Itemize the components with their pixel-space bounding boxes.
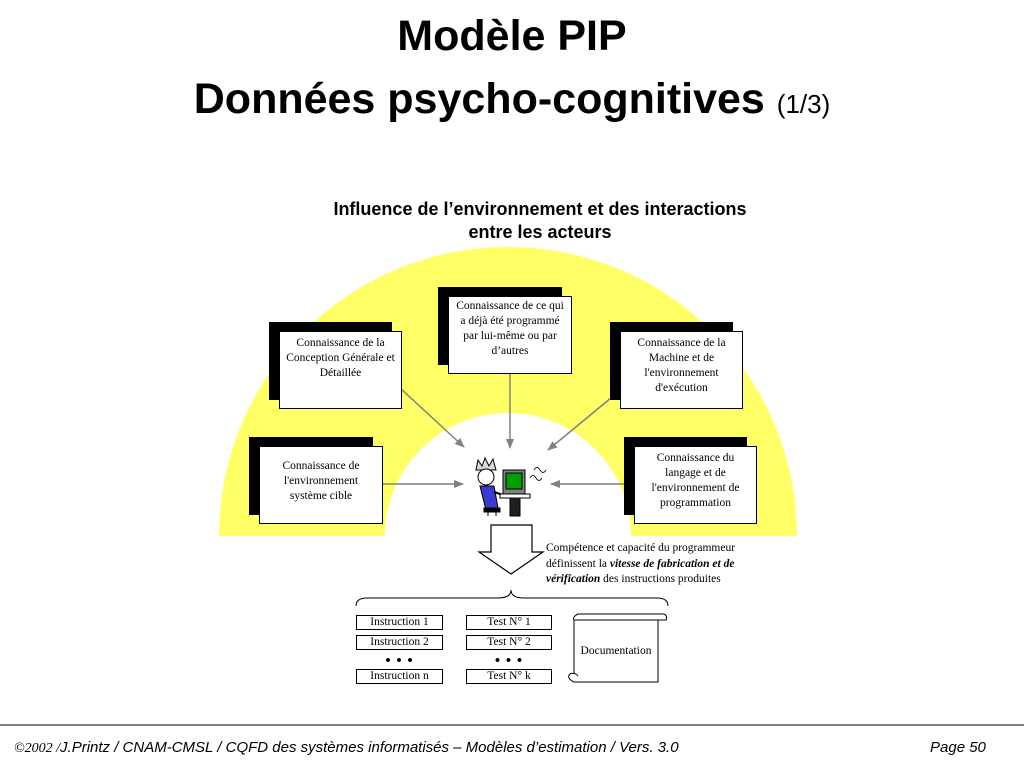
- competence-before: Compétence et capacité du programmeur dé…: [546, 542, 736, 570]
- footer-copyright: ©2002 /: [14, 741, 61, 756]
- instruction-ellipsis: • • •: [385, 653, 414, 669]
- instruction-n: Instruction n: [356, 669, 443, 684]
- subtitle-text: Données psycho-cognitives: [193, 75, 765, 123]
- page-number: Page 50: [930, 739, 986, 756]
- instruction-1: Instruction 1: [356, 615, 443, 630]
- page-subtitle: Données psycho-cognitives (1/3): [0, 72, 1024, 131]
- test-k: Test N° k: [466, 669, 552, 684]
- instruction-2: Instruction 2: [356, 635, 443, 650]
- knowledge-box-language: Connaissance du langage et de l'environn…: [634, 446, 757, 524]
- arrow-conception: [399, 387, 465, 448]
- test-2: Test N° 2: [466, 635, 552, 650]
- part-indicator: (1/3): [776, 89, 831, 119]
- competence-text: Compétence et capacité du programmeur dé…: [546, 541, 786, 588]
- knowledge-box-already-programmed: Connaissance de ce qui a déjà été progra…: [448, 296, 572, 374]
- documentation-label: Documentation: [580, 645, 652, 657]
- test-ellipsis: • • •: [494, 653, 524, 669]
- diagram-title: Influence de l’environnement et des inte…: [333, 199, 747, 242]
- footer-text: J.Printz / CNAM-CMSL / CQFD des systèmes…: [60, 739, 679, 756]
- footer: ©2002 /J.Printz / CNAM-CMSL / CQFD des s…: [14, 739, 1014, 757]
- test-1: Test N° 1: [466, 615, 552, 630]
- knowledge-box-machine: Connaissance de la Machine et de l'envir…: [620, 331, 743, 409]
- page-title: Modèle PIP: [397, 12, 627, 60]
- result-arrow: [477, 524, 545, 575]
- competence-after: des instructions produites: [600, 573, 721, 585]
- knowledge-box-conception: Connaissance de la Conception Générale e…: [279, 331, 402, 409]
- programmer-at-computer-icon: [475, 456, 547, 517]
- competence-emphasis: vitesse de fabrication et de vérificatio…: [546, 557, 735, 586]
- footer-divider: [0, 724, 1024, 726]
- knowledge-box-target-system: Connaissance de l'environnement système …: [259, 446, 383, 524]
- arrow-machine: [547, 387, 624, 451]
- output-brace: [355, 589, 669, 607]
- documentation-scroll-icon: [568, 613, 668, 683]
